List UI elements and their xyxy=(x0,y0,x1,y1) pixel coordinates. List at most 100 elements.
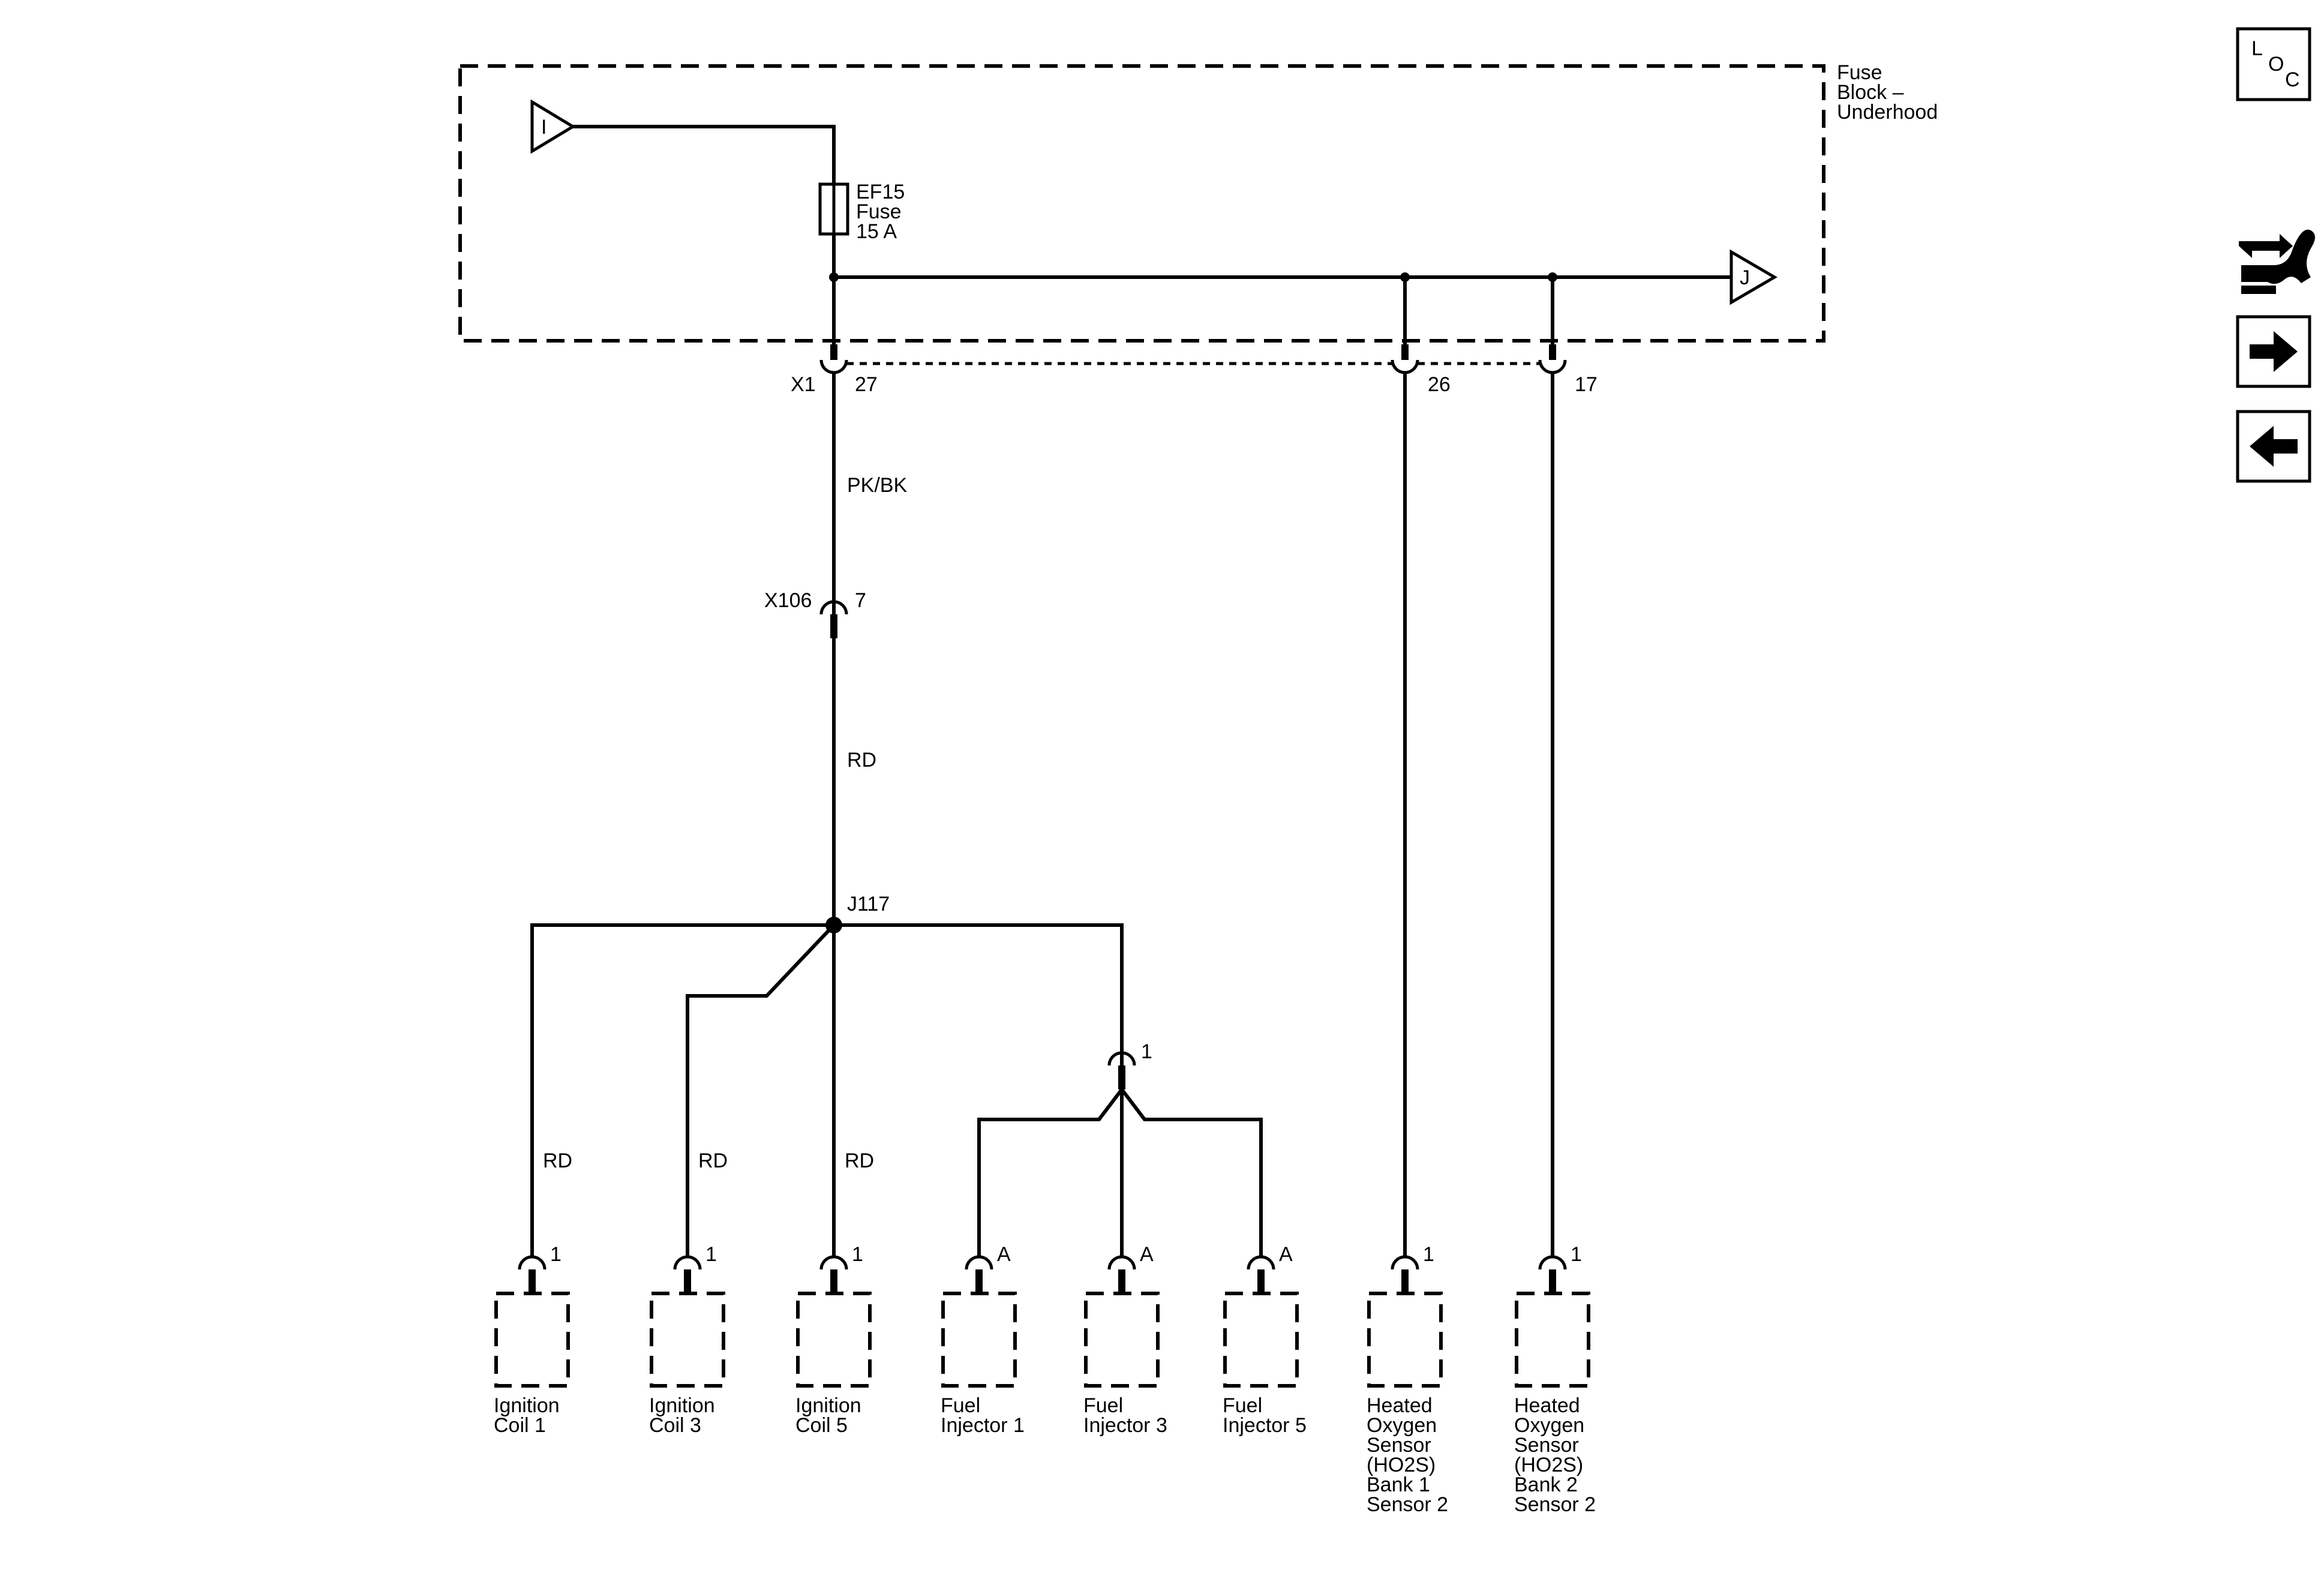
component-body xyxy=(1515,1292,1590,1388)
pin-label: A xyxy=(1140,1243,1154,1266)
svg-text:Coil 5: Coil 5 xyxy=(795,1414,848,1437)
svg-text:Sensor 2: Sensor 2 xyxy=(1514,1493,1596,1516)
fuse-label: EF15 Fuse 15 A xyxy=(856,181,905,243)
svg-text:Coil 1: Coil 1 xyxy=(494,1414,546,1437)
component-connector xyxy=(673,1255,702,1270)
arrow-left-icon xyxy=(2250,426,2298,467)
svg-text:Underhood: Underhood xyxy=(1837,101,1938,124)
pin-label: 1 xyxy=(705,1243,717,1266)
connector-x1-pin17 xyxy=(1538,344,1567,374)
svg-text:Injector 5: Injector 5 xyxy=(1223,1414,1307,1437)
loc-button[interactable]: L O C xyxy=(2236,27,2311,101)
pin-label: A xyxy=(997,1243,1011,1266)
svg-text:Fuel: Fuel xyxy=(1223,1394,1262,1417)
component-pin xyxy=(1257,1269,1265,1293)
svg-text:Sensor: Sensor xyxy=(1367,1434,1431,1457)
component-connector xyxy=(518,1255,547,1270)
svg-text:(HO2S): (HO2S) xyxy=(1514,1454,1583,1476)
connector-x1-pin26 xyxy=(1391,344,1419,374)
pin-label: 1 xyxy=(1571,1243,1582,1266)
pin-label: A xyxy=(1279,1243,1293,1266)
component-connector xyxy=(965,1255,993,1270)
fuse-block-boundary xyxy=(458,64,1825,343)
svg-text:Bank 1: Bank 1 xyxy=(1367,1473,1430,1496)
svg-text:Heated: Heated xyxy=(1514,1394,1580,1417)
svg-text:Fuel: Fuel xyxy=(941,1394,980,1417)
pin-label: 7 xyxy=(855,589,866,612)
connector-x106 xyxy=(819,600,848,638)
component-body xyxy=(1223,1292,1299,1388)
wire-color-rd: RD xyxy=(847,749,876,772)
component-body xyxy=(650,1292,725,1388)
pin-label: 17 xyxy=(1575,373,1598,396)
next-button[interactable] xyxy=(2236,315,2311,388)
pin-label: 1 xyxy=(1423,1243,1434,1266)
connector-x1-pin27 xyxy=(819,344,848,374)
wire-color-rd: RD xyxy=(698,1149,728,1172)
component-pin xyxy=(684,1269,691,1293)
loc-letter: C xyxy=(2285,68,2300,91)
harness-icon[interactable] xyxy=(2239,229,2315,294)
svg-text:Injector 3: Injector 3 xyxy=(1083,1414,1167,1437)
connector-x1-name: X1 xyxy=(791,373,816,396)
output-connector-j[interactable]: J xyxy=(1730,249,1777,305)
svg-text:Ignition: Ignition xyxy=(795,1394,861,1417)
pin-label: 27 xyxy=(855,373,878,396)
pin-label: 1 xyxy=(550,1243,562,1266)
loc-letter: O xyxy=(2268,53,2284,76)
connector-x106-name: X106 xyxy=(764,589,812,612)
svg-text:Ignition: Ignition xyxy=(649,1394,715,1417)
component-body xyxy=(1084,1292,1160,1388)
component-connector xyxy=(1538,1255,1567,1270)
svg-text:Ignition: Ignition xyxy=(494,1394,560,1417)
svg-text:J: J xyxy=(1740,266,1750,289)
pin-label: 1 xyxy=(852,1243,863,1266)
svg-text:Coil 3: Coil 3 xyxy=(649,1414,701,1437)
svg-text:(HO2S): (HO2S) xyxy=(1367,1454,1436,1476)
svg-text:I: I xyxy=(541,116,547,139)
component-pin xyxy=(1401,1269,1409,1293)
splice-name: J117 xyxy=(847,893,890,915)
component-connector xyxy=(1391,1255,1419,1270)
pin-label: 1 xyxy=(1141,1040,1152,1063)
input-connector-i[interactable]: I xyxy=(530,99,576,154)
component-body xyxy=(494,1292,570,1388)
component-connector xyxy=(1247,1255,1275,1270)
fuse-block-title: Fuse Block – Underhood xyxy=(1837,61,1938,124)
svg-text:Fuel: Fuel xyxy=(1083,1394,1123,1417)
component-pin xyxy=(830,1269,837,1293)
svg-text:Block –: Block – xyxy=(1837,81,1904,104)
component-body xyxy=(941,1292,1017,1388)
wire-color-rd: RD xyxy=(543,1149,572,1172)
component-body xyxy=(796,1292,872,1388)
arrow-right-icon xyxy=(2250,331,2298,372)
svg-text:15 A: 15 A xyxy=(856,220,897,243)
svg-text:EF15: EF15 xyxy=(856,181,905,203)
inline-connector xyxy=(1107,1051,1136,1089)
svg-text:Fuse: Fuse xyxy=(1837,61,1882,84)
wire-color-main: PK/BK xyxy=(847,474,907,497)
svg-text:Injector 1: Injector 1 xyxy=(941,1414,1025,1437)
prev-button[interactable] xyxy=(2236,410,2311,483)
svg-text:Bank 2: Bank 2 xyxy=(1514,1473,1578,1496)
svg-text:Oxygen: Oxygen xyxy=(1514,1414,1584,1437)
svg-text:Oxygen: Oxygen xyxy=(1367,1414,1437,1437)
component-pin xyxy=(1549,1269,1556,1293)
loc-letter: L xyxy=(2251,37,2263,60)
